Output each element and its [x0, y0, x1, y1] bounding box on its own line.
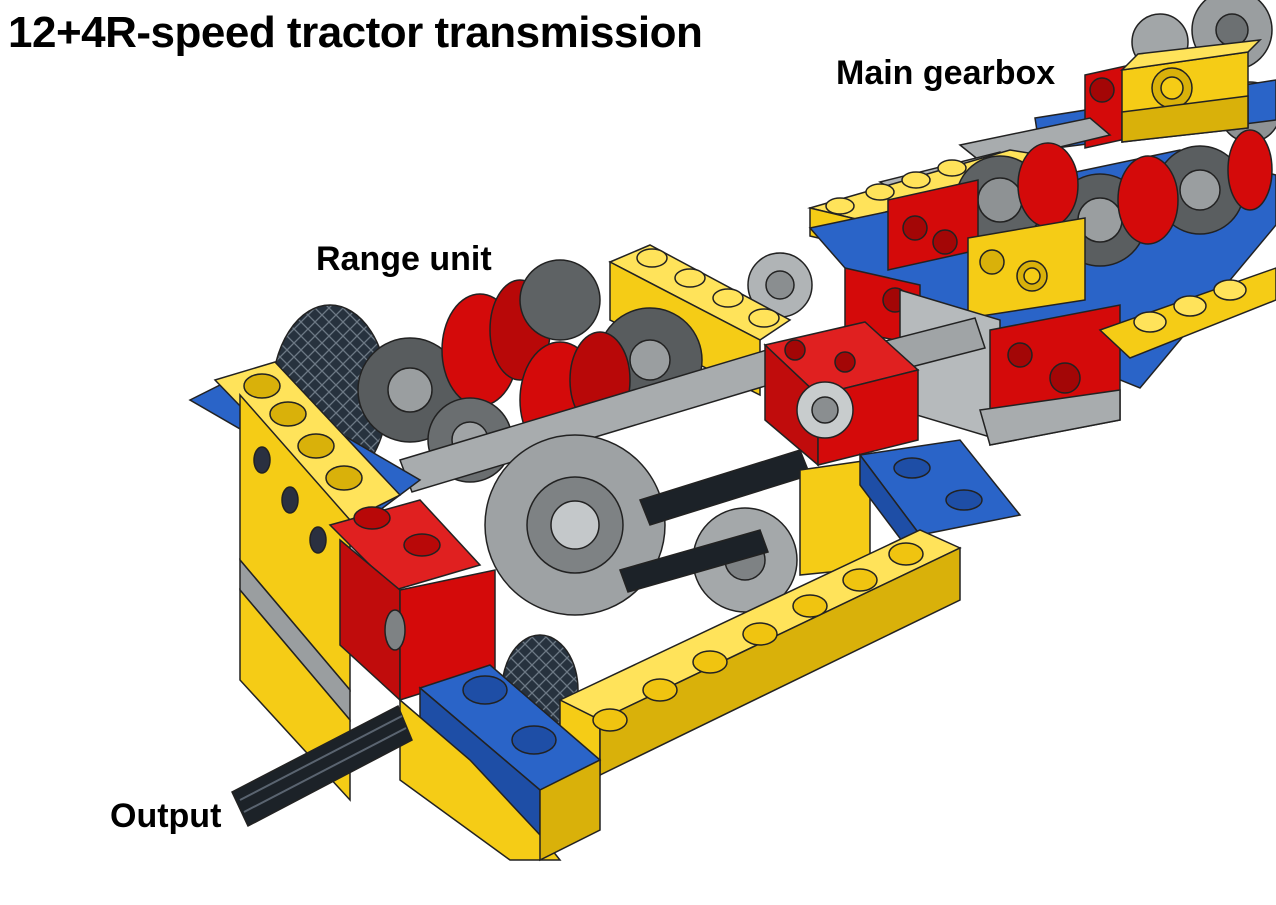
label-range-unit: Range unit — [316, 240, 492, 278]
diagram-title: 12+4R-speed tractor transmission — [8, 8, 703, 57]
main-gearbox-assembly — [807, 0, 1276, 446]
label-output: Output — [110, 797, 222, 835]
label-main-gearbox: Main gearbox — [836, 54, 1056, 92]
range-unit-assembly — [188, 244, 1022, 862]
output-shaft — [231, 704, 413, 828]
